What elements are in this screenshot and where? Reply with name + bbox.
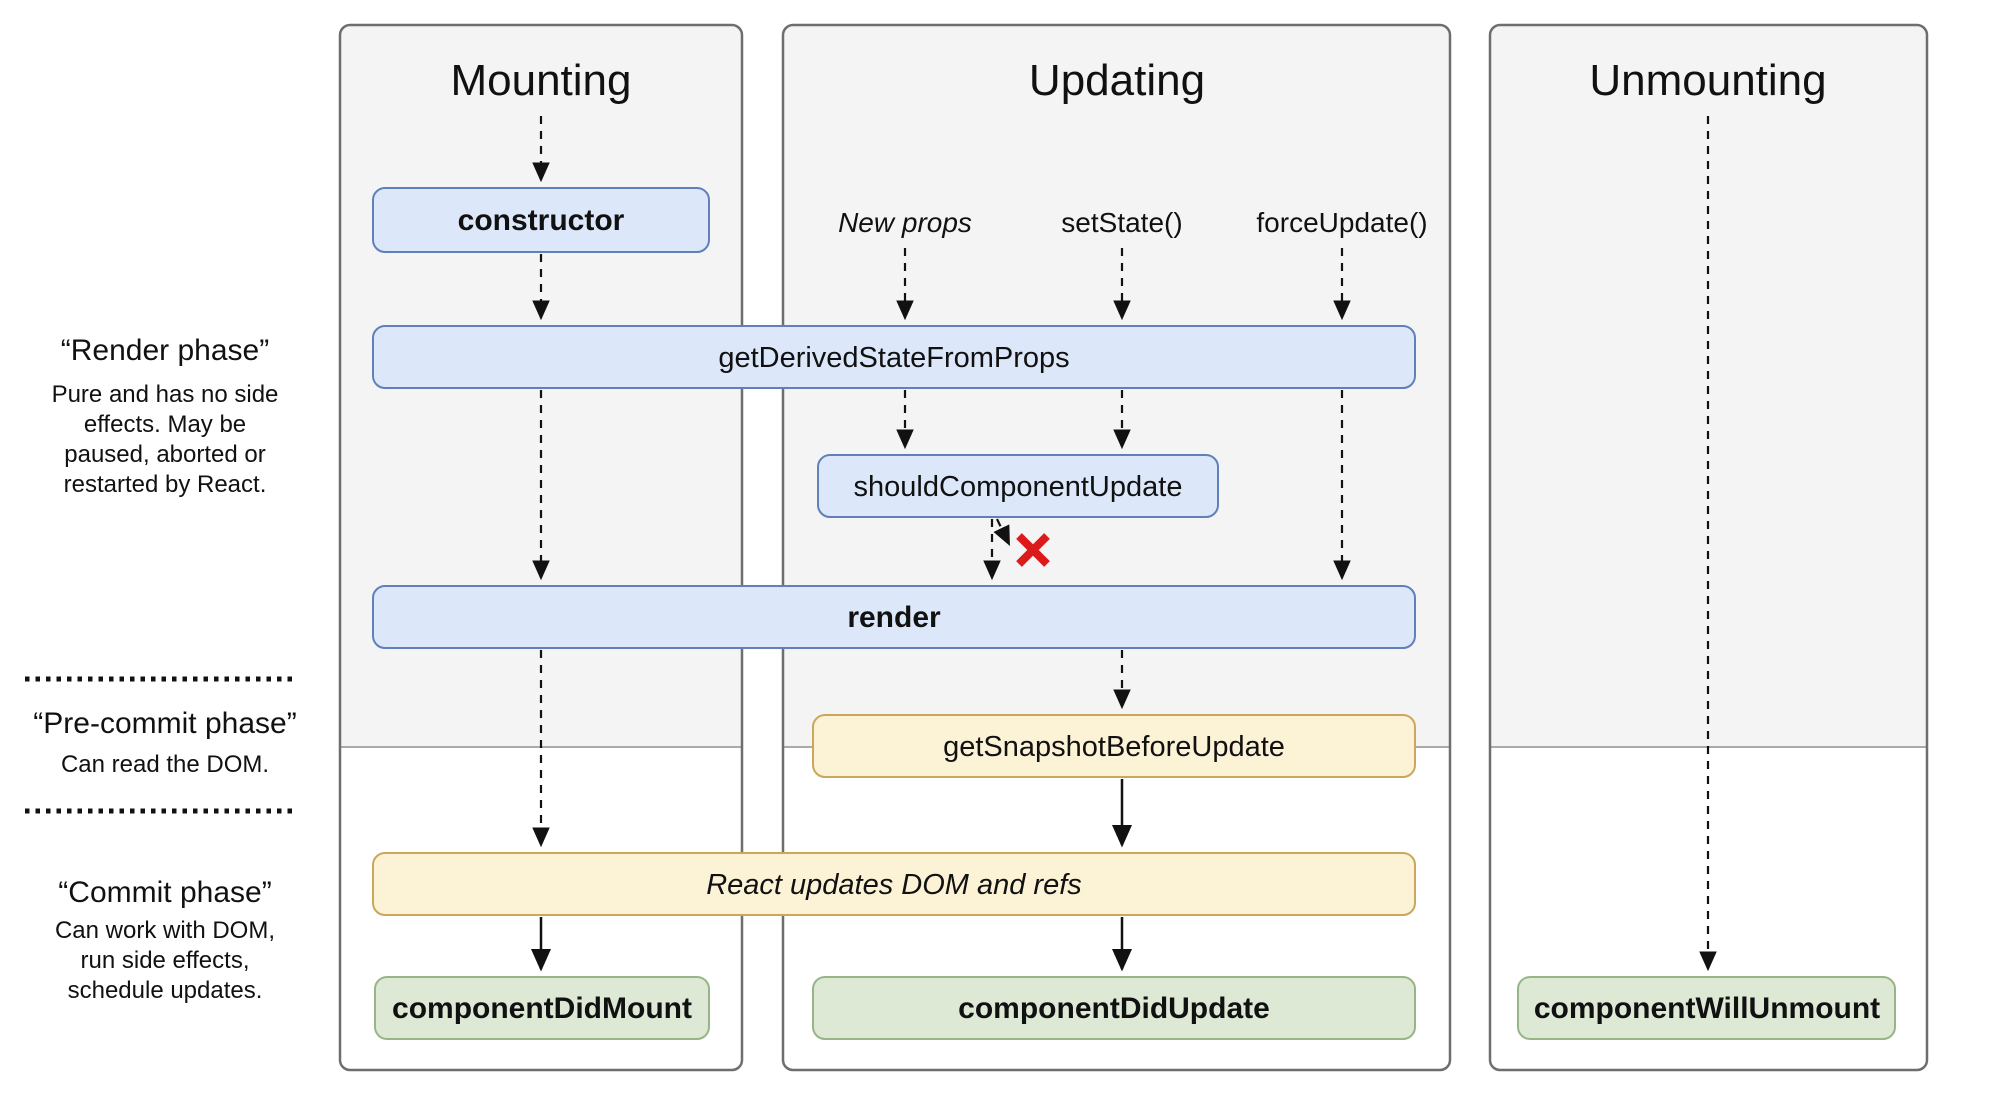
column-title-unmounting: Unmounting xyxy=(1589,56,1826,105)
box-render-label: render xyxy=(847,601,941,634)
render-phase-line-2: effects. May be xyxy=(84,411,246,438)
box-componentdidupdate-rect xyxy=(812,976,1416,1040)
box-react-updates-dom: React updates DOM and refs xyxy=(372,852,1416,916)
render-phase-line-1: Pure and has no side xyxy=(52,381,279,408)
render-phase-line-4: restarted by React. xyxy=(64,471,267,498)
box-componentdidmount-label: componentDidMount xyxy=(392,992,692,1025)
box-getsnapshotbeforeupdate-label: getSnapshotBeforeUpdate xyxy=(943,731,1285,763)
box-componentdidupdate-label: componentDidUpdate xyxy=(958,992,1270,1025)
box-componentdidupdate: componentDidUpdate xyxy=(812,976,1416,1040)
commit-phase-line-1: Can work with DOM, xyxy=(55,917,275,944)
commit-phase-title: “Commit phase” xyxy=(58,876,271,909)
box-componentwillunmount: componentWillUnmount xyxy=(1517,976,1896,1040)
arrow-shouldcomponentupdate-skip xyxy=(993,518,1010,546)
box-componentwillunmount-label: componentWillUnmount xyxy=(1534,992,1880,1025)
column-title-mounting: Mounting xyxy=(450,56,631,105)
box-getderivedstatefromprops-label: getDerivedStateFromProps xyxy=(718,342,1069,374)
sidebar-render-phase: “Render phase” Pure and has no side effe… xyxy=(52,334,279,498)
panel-unmounting-border xyxy=(1488,23,1929,1072)
render-phase-line-3: paused, aborted or xyxy=(64,441,265,468)
pre-commit-phase-title: “Pre-commit phase” xyxy=(33,707,296,740)
box-shouldcomponentupdate-rect xyxy=(817,454,1219,518)
pre-commit-phase-line-1: Can read the DOM. xyxy=(61,751,269,778)
box-componentdidmount: componentDidMount xyxy=(374,976,710,1040)
box-constructor-rect xyxy=(372,187,710,253)
box-constructor-label: constructor xyxy=(458,204,625,237)
box-shouldcomponentupdate-label: shouldComponentUpdate xyxy=(854,471,1183,503)
box-getderivedstatefromprops-rect xyxy=(372,325,1416,389)
box-componentwillunmount-rect xyxy=(1517,976,1896,1040)
commit-phase-line-2: run side effects, xyxy=(81,947,250,974)
box-componentdidmount-rect xyxy=(374,976,710,1040)
box-render-rect xyxy=(372,585,1416,649)
box-react-updates-dom-label: React updates DOM and refs xyxy=(706,869,1082,901)
box-shouldcomponentupdate: shouldComponentUpdate xyxy=(817,454,1219,518)
sidebar-commit-phase: “Commit phase” Can work with DOM, run si… xyxy=(55,876,275,1004)
box-constructor: constructor xyxy=(372,187,710,253)
box-getsnapshotbeforeupdate: getSnapshotBeforeUpdate xyxy=(812,714,1416,778)
sidebar-pre-commit-phase: “Pre-commit phase” Can read the DOM. xyxy=(33,707,296,778)
commit-phase-line-3: schedule updates. xyxy=(68,977,263,1004)
box-getderivedstatefromprops: getDerivedStateFromProps xyxy=(372,325,1416,389)
trigger-setstate-label: setState() xyxy=(1061,207,1182,238)
render-phase-title: “Render phase” xyxy=(61,334,269,367)
box-getsnapshotbeforeupdate-rect xyxy=(812,714,1416,778)
trigger-forceupdate-label: forceUpdate() xyxy=(1256,207,1427,238)
panel-mounting-border xyxy=(338,23,744,1072)
column-title-updating: Updating xyxy=(1029,56,1205,105)
trigger-new-props-label: New props xyxy=(838,207,972,238)
panel-updating-border xyxy=(781,23,1452,1072)
skip-x-icon xyxy=(1016,533,1050,567)
box-render: render xyxy=(372,585,1416,649)
box-react-updates-dom-rect xyxy=(372,852,1416,916)
